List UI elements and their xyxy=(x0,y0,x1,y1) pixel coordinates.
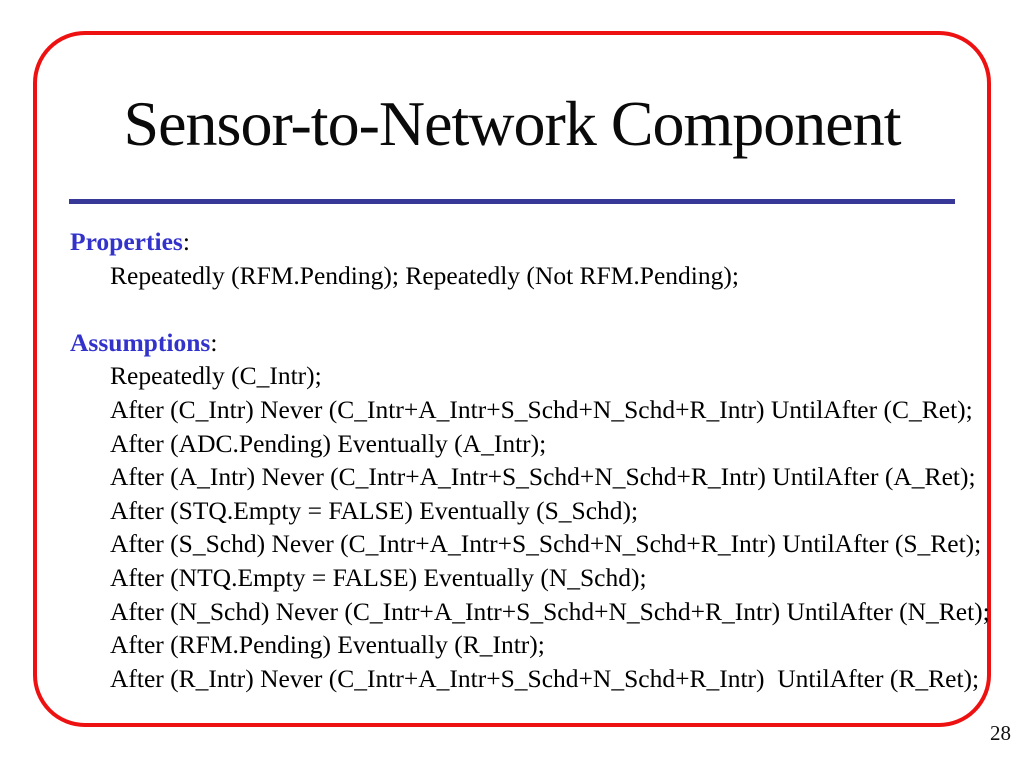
assumption-line: After (C_Intr) Never (C_Intr+A_Intr+S_Sc… xyxy=(110,394,973,424)
assumption-line: After (A_Intr) Never (C_Intr+A_Intr+S_Sc… xyxy=(110,462,976,492)
assumptions-heading-label: Assumptions xyxy=(70,327,211,357)
assumptions-heading: Assumptions: xyxy=(70,326,1024,360)
properties-heading: Properties: xyxy=(70,225,1024,259)
assumption-line: After (S_Schd) Never (C_Intr+A_Intr+S_Sc… xyxy=(110,529,982,559)
title-divider xyxy=(69,199,955,204)
slide-title: Sensor-to-Network Component xyxy=(123,88,902,159)
assumption-line: After (NTQ.Empty = FALSE) Eventually (N_… xyxy=(110,562,647,592)
assumption-line: After (RFM.Pending) Eventually (R_Intr); xyxy=(110,630,545,660)
assumption-line: After (ADC.Pending) Eventually (A_Intr); xyxy=(110,428,547,458)
slide-border xyxy=(33,31,991,727)
assumption-line: After (R_Intr) Never (C_Intr+A_Intr+S_Sc… xyxy=(110,663,980,693)
assumption-line: Repeatedly (C_Intr); xyxy=(110,361,322,391)
page-number: 28 xyxy=(990,721,1011,745)
slide-body: Properties: Repeatedly (RFM.Pending); Re… xyxy=(70,225,1024,695)
assumptions-heading-colon: : xyxy=(210,327,218,357)
blank-line xyxy=(70,292,1024,326)
properties-line: Repeatedly (RFM.Pending); Repeatedly (No… xyxy=(110,260,739,290)
properties-heading-label: Properties xyxy=(70,227,183,256)
assumption-line: After (N_Schd) Never (C_Intr+A_Intr+S_Sc… xyxy=(110,596,990,626)
assumption-line: After (STQ.Empty = FALSE) Eventually (S_… xyxy=(110,495,639,525)
properties-heading-colon: : xyxy=(182,227,190,256)
